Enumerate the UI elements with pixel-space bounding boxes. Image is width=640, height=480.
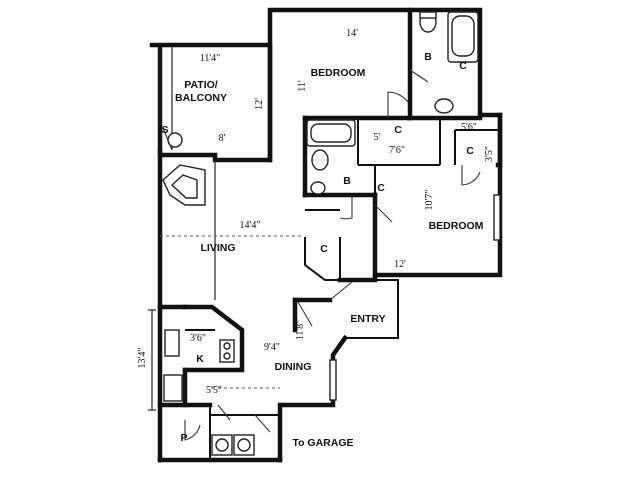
dim-dining-depth: 11'8": [295, 320, 306, 341]
dim-bedroom-top-width: 14': [346, 28, 358, 39]
window-icon: [329, 359, 337, 401]
door-swing-icon: [162, 127, 173, 151]
door-swing-icon: [409, 69, 429, 83]
dim-closet-right-depth: 3'5": [484, 146, 495, 162]
dim-closet-walk-depth: 5': [374, 132, 381, 143]
room-labels: PATIO/ BALCONY BEDROOM B C C C B C C BED…: [161, 51, 483, 449]
room-label-entry: ENTRY: [350, 313, 385, 325]
room-label-bedroom-right: BEDROOM: [429, 220, 484, 232]
dim-kitchen-top: 3'6": [190, 333, 206, 344]
dim-bedroom-right-width: 12': [394, 259, 406, 270]
dim-dining-width: 9'4": [264, 342, 280, 353]
dim-overall-left: 13'4": [137, 348, 148, 369]
room-label-closet-hall: C: [320, 243, 328, 255]
door-swing-icon: [254, 414, 271, 433]
interior-lines: [159, 45, 302, 389]
room-label-closet-walk: C: [394, 124, 402, 136]
door-swing-icon: [339, 195, 353, 220]
sink-icon: [434, 98, 454, 114]
dim-living-width: 14'4": [240, 220, 261, 231]
fixtures: [162, 11, 501, 456]
door-swing-icon: [461, 165, 481, 186]
dim-closet-right-width: 5'6": [461, 122, 477, 133]
bathtub-inner-icon: [451, 15, 475, 57]
dim-patio-bottom: 8': [219, 133, 226, 144]
burner-icon: [223, 352, 231, 360]
room-label-closet-right: C: [466, 145, 474, 157]
toilet-tank-icon: [419, 11, 437, 19]
room-label-garage: To GARAGE: [292, 437, 353, 449]
room-label-storage: S: [161, 124, 168, 136]
dimension-line: [148, 309, 156, 411]
room-label-dining: DINING: [275, 361, 312, 373]
room-label-patio: PATIO/: [184, 79, 218, 91]
dryer-drum-icon: [237, 438, 251, 452]
door-swing-icon: [374, 204, 393, 223]
toilet-mid-icon: [311, 149, 329, 171]
burner-icon: [223, 342, 231, 350]
room-label-balcony: BALCONY: [175, 92, 227, 104]
door-swing-icon: [184, 420, 201, 441]
dim-patio-depth: 12': [254, 98, 265, 110]
room-label-closet-mid: C: [377, 182, 385, 194]
room-label-pantry: P: [180, 432, 187, 444]
dim-kitchen-bottom: 5'5": [206, 385, 222, 396]
room-label-bedroom-top: BEDROOM: [311, 67, 366, 79]
room-label-bath-mid: B: [343, 175, 351, 187]
kitchen-sink-icon: [164, 329, 180, 357]
door-swing-icon: [387, 91, 409, 118]
dim-bedroom-right-depth: 10'7": [424, 190, 435, 211]
room-label-bath-top: B: [424, 51, 432, 63]
room-label-closet-tub: C: [459, 60, 467, 72]
dim-patio-width: 11'4": [200, 53, 221, 64]
exterior-walls: [149, 7, 503, 463]
window-icon: [493, 194, 501, 241]
door-swing-icon: [217, 404, 231, 421]
dimension-labels: 11'4" 12' 8' 14' 11' 5' 7'6" 5'6" 3'5" 1…: [137, 28, 495, 396]
door-swing-icon: [329, 281, 353, 301]
dim-bedroom-top-depth: 11': [297, 80, 308, 92]
doors: [162, 69, 481, 441]
sink-mid-icon: [310, 181, 326, 195]
room-label-living: LIVING: [200, 242, 235, 254]
room-label-kitchen: K: [196, 353, 204, 365]
dim-closet-walk-width: 7'6": [389, 145, 405, 156]
refrigerator-icon: [163, 374, 183, 402]
washer-drum-icon: [215, 438, 229, 452]
fireplace-inner-icon: [170, 174, 198, 199]
bathtub-mid-inner-icon: [310, 123, 352, 143]
door-swing-icon: [297, 301, 313, 327]
